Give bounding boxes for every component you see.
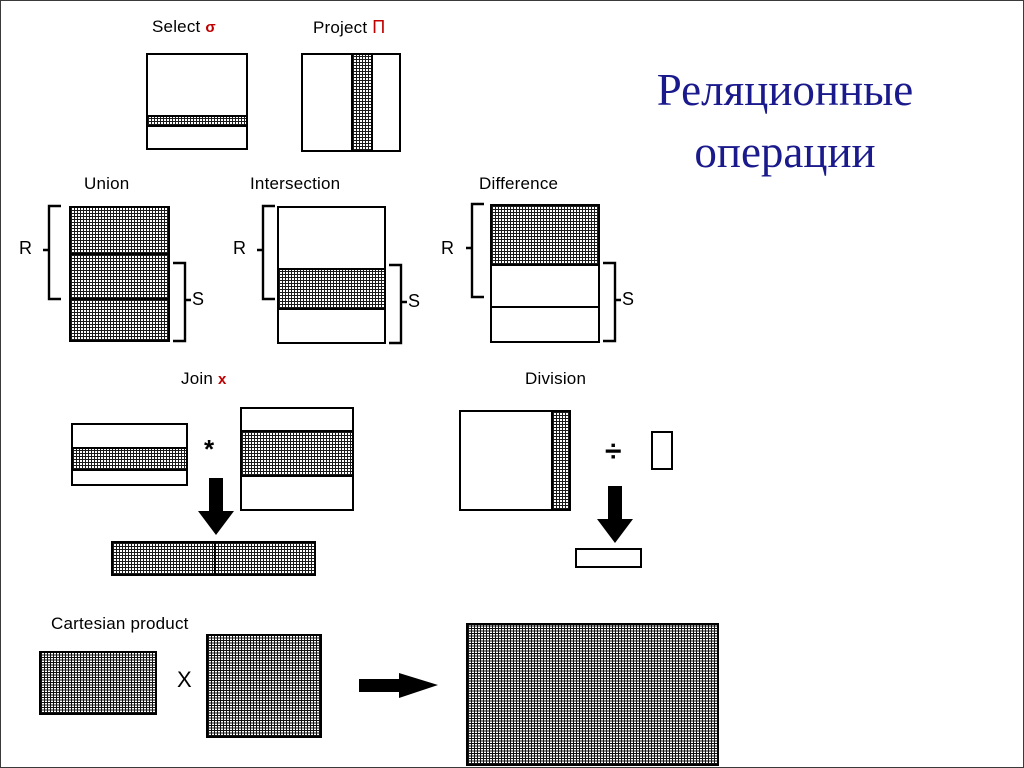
intersection-label: Intersection — [250, 174, 341, 193]
select-label-text: Select — [152, 17, 201, 36]
division-operator-icon: ÷ — [605, 435, 622, 468]
join-right-band-matching — [242, 430, 352, 475]
sigma-icon: σ — [205, 19, 216, 36]
division-divisor-relation — [651, 431, 673, 470]
difference-band-shared — [492, 264, 598, 306]
cartesian-result-relation — [466, 623, 719, 766]
union-brace-label-s: S — [192, 289, 205, 309]
join-right-relation — [240, 407, 354, 511]
difference-brace-s — [601, 261, 623, 343]
join-label: Join x — [181, 369, 226, 389]
select-diagram — [146, 53, 248, 150]
difference-brace-r — [464, 202, 486, 299]
cartesian-left-relation — [39, 651, 157, 715]
join-result-relation — [111, 541, 316, 576]
join-result-arrow-icon — [197, 478, 235, 536]
union-label: Union — [84, 174, 130, 193]
division-result-arrow-icon — [596, 486, 634, 544]
intersection-band-shared — [279, 268, 384, 308]
project-selected-column — [351, 55, 373, 150]
intersection-brace-r — [255, 204, 277, 301]
cartesian-result-arrow-icon — [359, 673, 439, 699]
intersection-brace-label-r: R — [233, 238, 246, 258]
join-right-band-top — [242, 409, 352, 430]
intersection-brace-s — [387, 263, 409, 345]
join-right-band-bottom — [242, 475, 352, 509]
page-title-line-2: операции — [694, 127, 876, 178]
union-brace-r — [41, 204, 63, 301]
page-title-line-1: Реляционные — [656, 65, 914, 115]
join-left-relation — [71, 423, 188, 486]
join-result-divider — [213, 543, 216, 574]
select-label: Select σ — [152, 17, 216, 37]
union-diagram — [69, 206, 170, 342]
difference-band-s-only — [492, 306, 598, 341]
join-left-band-matching — [73, 447, 186, 469]
select-selected-band — [148, 115, 246, 127]
intersection-band-r-only — [279, 208, 384, 268]
page-title: Реляционные операции — [561, 59, 1009, 183]
union-band-r-only — [71, 208, 168, 253]
difference-diagram — [490, 204, 600, 343]
cartesian-label: Cartesian product — [51, 614, 189, 633]
project-label-text: Project — [313, 18, 368, 37]
union-brace-s — [171, 261, 193, 343]
project-label: Project П — [313, 17, 385, 38]
union-brace-label-r: R — [19, 238, 32, 258]
pi-icon: П — [372, 17, 386, 37]
cartesian-right-relation — [206, 634, 322, 738]
difference-label: Difference — [479, 174, 559, 193]
project-diagram — [301, 53, 401, 152]
difference-brace-label-r: R — [441, 238, 454, 258]
intersection-diagram — [277, 206, 386, 344]
cartesian-operator-x: X — [177, 667, 192, 692]
join-left-band-bottom — [73, 469, 186, 484]
intersection-brace-label-s: S — [408, 291, 421, 311]
division-dividend-relation — [459, 410, 571, 511]
union-band-s-only — [71, 298, 168, 340]
bowtie-icon: x — [217, 371, 227, 388]
division-dividend-column — [551, 412, 569, 509]
division-label: Division — [525, 369, 587, 388]
difference-band-r-only — [492, 206, 598, 264]
union-band-shared — [71, 253, 168, 298]
join-left-band-top — [73, 425, 186, 447]
join-label-text: Join — [181, 369, 213, 388]
join-operator-star: * — [204, 434, 215, 464]
division-result-relation — [575, 548, 642, 568]
intersection-band-s-only — [279, 308, 384, 342]
difference-brace-label-s: S — [622, 289, 635, 309]
